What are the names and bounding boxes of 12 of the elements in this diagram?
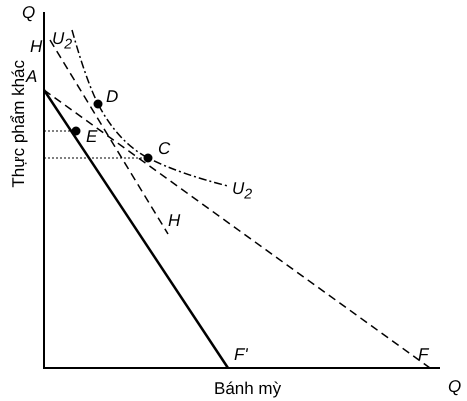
curve-label: H [30, 38, 42, 56]
curve-label: H [168, 212, 180, 230]
axis-title: Bánh mỳ [214, 380, 282, 398]
point-label: D [106, 88, 118, 106]
point-label: C [158, 140, 170, 158]
point-label: F' [234, 346, 248, 364]
point-label: F [418, 346, 428, 364]
curve-label: U$_{2}$ [52, 30, 72, 54]
point-label: E [86, 128, 98, 146]
curve-label: U$_{2}$ [232, 180, 252, 204]
axis-label: Q [448, 378, 462, 396]
axis-label: Q [22, 4, 36, 22]
